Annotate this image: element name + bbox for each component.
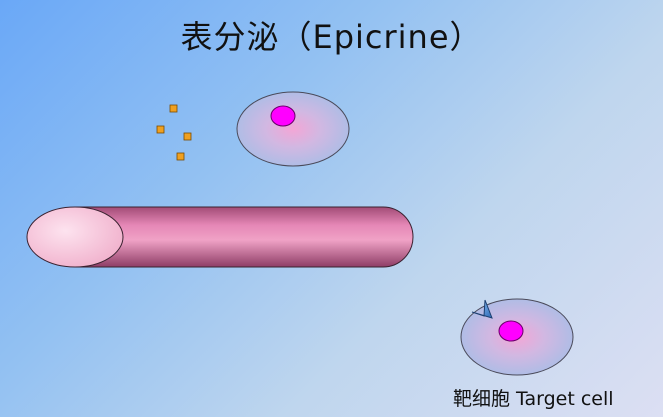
granule: [176, 152, 185, 161]
cell-body: [236, 91, 350, 167]
target-cell-label: 靶细胞 Target cell: [453, 388, 614, 410]
target-cell: [460, 298, 574, 376]
vessel-opening: [26, 206, 124, 268]
blood-vessel: [26, 206, 414, 268]
target-cell-nucleus: [498, 320, 524, 342]
diagram-title: 表分泌（Epicrine）: [180, 18, 483, 56]
granule: [156, 125, 165, 134]
secreting-cell: [236, 91, 350, 167]
cell-nucleus: [270, 105, 296, 127]
granule: [169, 104, 178, 113]
receptor-icon: [471, 299, 493, 319]
secreted-granules: [156, 104, 192, 161]
vessel-body: [74, 206, 414, 268]
granule: [183, 132, 192, 141]
